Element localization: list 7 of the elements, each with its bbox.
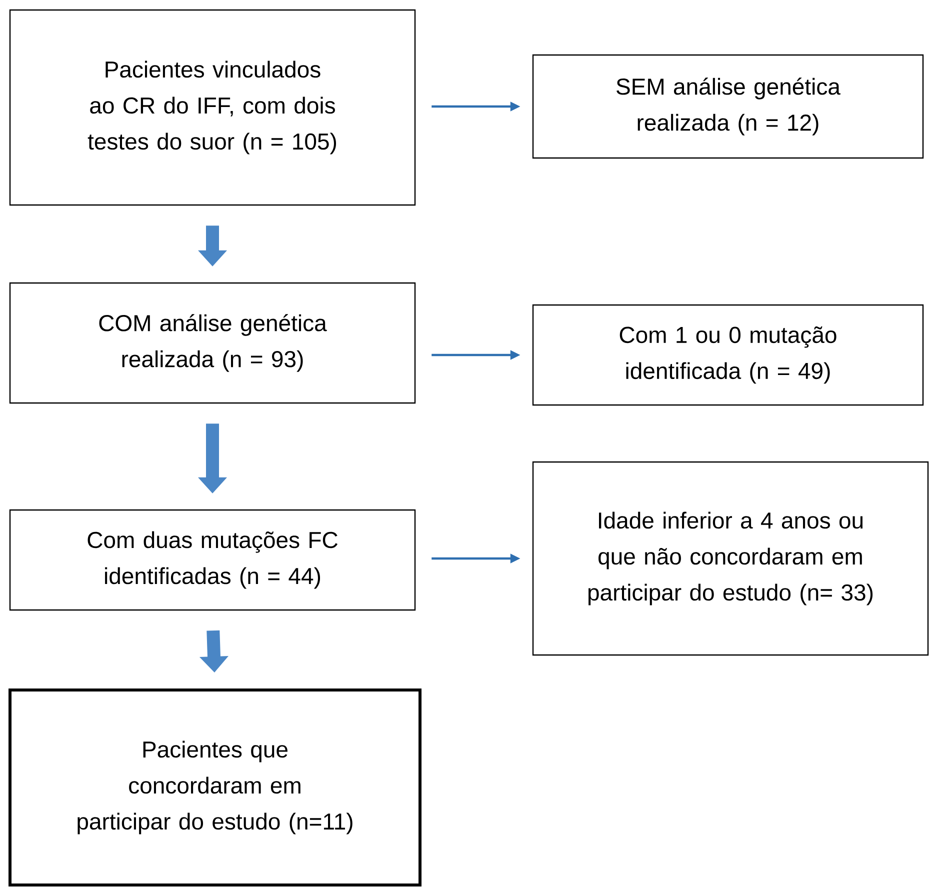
process-box: SEM análise genética realizada (n = 12) (532, 54, 924, 159)
process-box: COM análise genética realizada (n = 93) (9, 282, 416, 404)
process-box: Pacientes vinculados ao CR do IFF, com dois testes do suor (n = 105) (9, 9, 416, 206)
process-box: Pacientes que concordaram em participar do estudo (n=11) (8, 688, 422, 886)
process-box: Com 1 ou 0 mutação identificada (n = 49) (532, 304, 924, 406)
process-box: Idade inferior a 4 anos ou que não concordaram em participar do estudo (n= 33) (532, 461, 929, 656)
process-box: Com duas mutações FC identificadas (n = 44) (9, 509, 416, 611)
